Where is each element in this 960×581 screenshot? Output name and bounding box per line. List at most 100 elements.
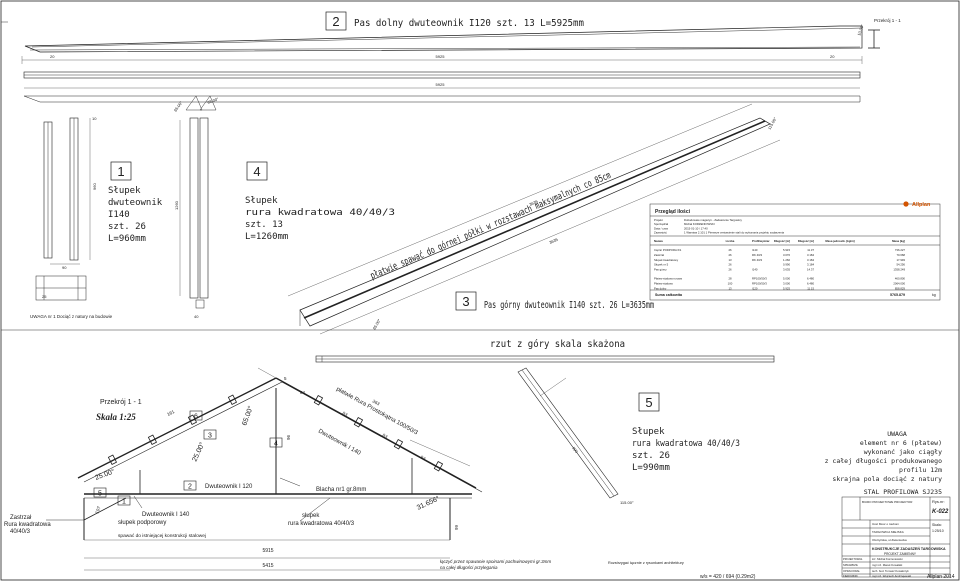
table-cell: 736.227: [895, 248, 906, 252]
mark-2: 2: [188, 484, 192, 491]
part-5-line1: Słupek: [632, 427, 665, 437]
tb-name4: mgr inż. Wojciech Andrzejewski: [872, 574, 911, 578]
tb-rys-label: Rys.nr:: [932, 499, 945, 504]
table-sum-label: Suma całkowita: [655, 293, 683, 297]
part-5-post-drawing: 990 115.00°: [517, 367, 634, 505]
part-2-label: Pas dolny dwuteownik I120 szt. 13 L=5925…: [354, 18, 584, 29]
table-cell: 5.915: [783, 248, 790, 252]
table-meta-key: Zawartość: [654, 231, 668, 235]
table-cell: 26: [728, 268, 732, 272]
table-meta-value: Dobudowa/e magazyn - Zadaszenie Targowic…: [684, 218, 743, 222]
part-1-line4: szt. 26: [108, 222, 146, 232]
part-5-line2: rura kwadratowa 40/40/3: [632, 439, 740, 449]
table-cell: RK 40/3: [752, 253, 763, 257]
bottom-chord-label: Dwuteownik I 120: [205, 484, 253, 490]
strut-label-3: 40/40/3: [10, 529, 31, 535]
dim-83a: 83: [342, 411, 349, 418]
uwaga-right-4: profilu 12m: [899, 466, 942, 474]
post2-label-1: słupek: [302, 513, 320, 519]
svg-text:115.00°: 115.00°: [620, 500, 634, 505]
table-cell: 11.37: [807, 248, 814, 252]
table-cell: 1.260: [783, 258, 790, 262]
part-5-number-box: [638, 392, 660, 412]
part-1-number-box: [110, 161, 132, 181]
svg-text:5925: 5925: [436, 82, 446, 87]
part-5-line3: szt. 26: [632, 451, 670, 461]
tb-skala-label: Skala:: [932, 523, 942, 527]
table-cell: 858.829: [895, 286, 906, 290]
part-1-line1: Słupek: [108, 186, 141, 196]
truss-section: Przekrój 1 - 1 Skala 1:25: [4, 367, 483, 571]
footer-scale: w/s = 420 / 694 (0.29m2): [700, 574, 756, 580]
table-cell: RP100/50/3: [752, 277, 767, 281]
dim-96: 96: [286, 434, 291, 440]
tb-skala-val: 1:25/10: [932, 529, 944, 533]
part-2-number: 2: [332, 14, 339, 29]
uwaga-right-5: skrajna pola dociąć z natury: [832, 475, 942, 483]
svg-text:10: 10: [92, 116, 97, 121]
tb-role3: OPRACOWAŁ: [843, 569, 860, 573]
tb-rys-num: K-022: [932, 509, 949, 515]
part-1-line3: I140: [108, 210, 130, 220]
post-label: Dwuteownik I 140: [142, 512, 190, 518]
uwaga-right-1: element nr 6 (płatew): [860, 439, 942, 447]
part-4-post-drawing: 65.00° 65.00° 1260 40: [173, 95, 220, 319]
part-4-number: 4: [253, 164, 260, 179]
table-cell: 26: [728, 253, 732, 257]
part-1-line5: L=960mm: [108, 234, 146, 244]
dim-161: 161: [166, 409, 175, 417]
svg-text:3635: 3635: [528, 199, 539, 207]
uwaga-right-2: wykonanć jako ciągły: [864, 448, 942, 456]
table-cell: 26: [728, 263, 732, 267]
part-3-number: 3: [462, 294, 469, 309]
tb-company: BIURO PROJEKTOWE PROJEKTOR: [862, 500, 913, 504]
uwaga-right-3: z całej długości produkowanego: [825, 457, 942, 465]
tb-role1: PROJEKTOWAŁ: [843, 557, 863, 561]
tb-obj3: Olsztyńska, ul.Zieleniecka: [872, 538, 907, 542]
section-scale: Skala 1:25: [96, 412, 136, 422]
tb-obj1: Ucel Moor o toubom: [872, 522, 900, 526]
table-cell: 3.184: [807, 258, 814, 262]
table-cell: 3.070: [783, 253, 790, 257]
dim-total-5915: 5915: [262, 548, 273, 554]
part-3-top-chord: 3635 3635 65.00° 115.00°: [287, 103, 781, 335]
svg-text:115.00°: 115.00°: [767, 116, 778, 131]
title-block: BIURO PROJEKTOWE PROJEKTOR Rys.nr: K-022…: [841, 496, 951, 578]
table-cell: I140: [752, 268, 758, 272]
mark-3: 3: [208, 433, 212, 440]
table-cell: 26: [728, 248, 732, 252]
part-4-line4: L=1260mm: [245, 232, 288, 242]
table-header-cell: Długość [m]: [798, 239, 814, 243]
angle-65: 65.00°: [240, 405, 255, 427]
plan-view-label: rzut z góry skala skażona: [490, 339, 625, 350]
table-header-cell: Masa [kg]: [892, 239, 905, 243]
tb-role2: SPRAWDZIŁ: [843, 563, 859, 567]
part-3-number-box: [455, 291, 477, 311]
dim-83b: 83: [382, 433, 389, 440]
table-cell: 13: [728, 286, 732, 290]
part-1-post-drawing: 90 960 10 25: [35, 116, 97, 301]
part-3-label: Pas górny dwuteownik I140 szt. 26 L=3635…: [484, 300, 654, 311]
section-title: Przekrój 1 - 1: [100, 399, 142, 406]
part-4-number-box: [246, 161, 268, 181]
table-cell: 17.993: [896, 258, 905, 262]
table-cell: 70.668: [896, 253, 905, 257]
mark-1: 1: [122, 499, 126, 506]
dim-83c: 83: [420, 455, 427, 462]
part-4-line2: rura kwadratowa 40/40/3: [245, 208, 395, 218]
table-cell: Płatew stalowa: [654, 281, 673, 285]
svg-text:10.00°: 10.00°: [856, 23, 865, 36]
mark-5: 5: [98, 491, 102, 498]
part-4-line3: szt. 13: [245, 220, 283, 230]
table-header-cell: Liczba: [726, 239, 735, 243]
tb-obj2: TARGOWICA MIEJSKA: [872, 530, 904, 534]
table-cell: 5.000: [783, 277, 790, 281]
architect-note: Rozstrzygać łącznie z rysunkami architek…: [608, 561, 684, 565]
table-cell: Słupek kwadratowy: [654, 258, 679, 262]
table-meta-value: Michał KORZENIOWSKI: [684, 222, 715, 226]
mark-4: 4: [274, 441, 278, 448]
angle-25a: 25.00°: [191, 441, 207, 463]
steel-grade-note: STAL PROFILOWA SJ235: [864, 488, 942, 496]
table-cell: 3.184: [807, 263, 814, 267]
